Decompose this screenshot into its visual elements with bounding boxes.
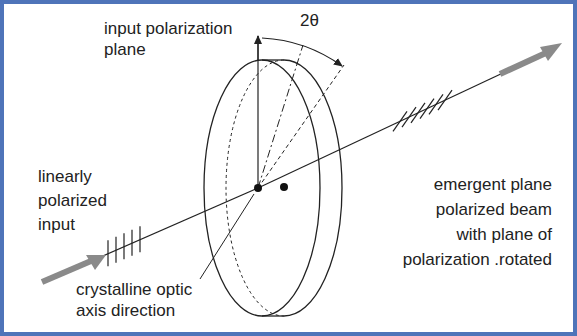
input-polarization-line [257,36,258,188]
output-arrow-head [540,43,562,61]
input-label: linearly polarized input [38,165,138,237]
wavefront-tick [438,90,452,110]
center-dot [254,184,262,192]
optic-axis-line [258,45,303,188]
exit-dot [280,183,288,191]
input-wavefronts [108,226,140,266]
output-arrow-tail [500,52,548,74]
wavefront-tick [393,111,407,131]
wavefront-tick [411,103,425,123]
input-arrow-head [86,255,106,270]
polarization-arrow [257,36,258,60]
wavefront-tick [115,237,116,263]
wavefront-tick [429,94,443,114]
wavefront-tick [123,233,124,259]
optic-axis-label: crystalline optic axis direction [76,279,216,321]
wavefront-tick [131,230,132,256]
wavefront-tick [402,107,416,127]
output-beam [258,72,505,188]
wavefront-tick [420,99,434,119]
wavefront-tick [139,226,140,252]
disk-back-edge [284,60,342,316]
rotation-arc [262,38,342,66]
wavefront-tick [107,240,108,266]
disk-back-hidden [226,60,284,316]
rotated-plane-line [258,65,344,188]
output-wavefronts [393,90,452,131]
leader-line [200,194,254,279]
angle-label: 2θ [300,10,340,31]
input-arrow-tail [42,258,98,282]
output-label: emergent plane polarized beam with plane… [402,172,552,272]
polarization-label: input polarization plane [104,18,254,60]
input-beam [96,188,258,259]
disk-front-face [204,60,320,316]
